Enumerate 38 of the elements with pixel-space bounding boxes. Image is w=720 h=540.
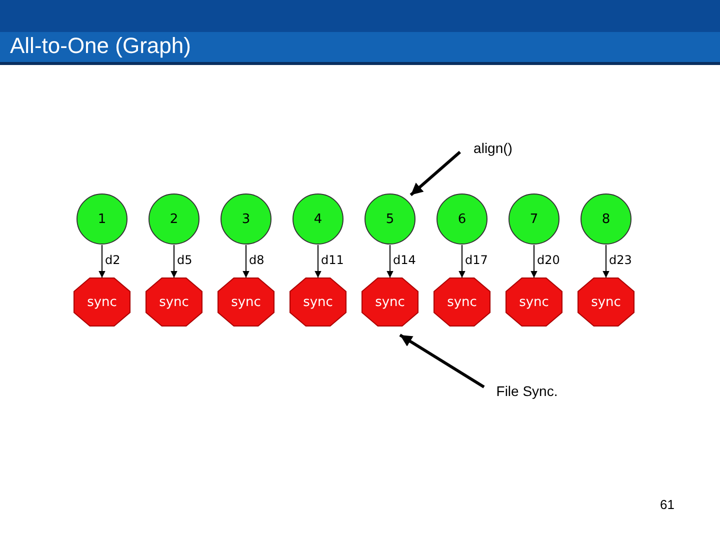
callout-text: File Sync. (496, 383, 558, 399)
node-label: sync (519, 294, 549, 310)
node-label: sync (447, 294, 477, 310)
edge-label: d2 (104, 254, 122, 267)
arrow (530, 244, 538, 278)
node-label: sync (87, 294, 117, 310)
arrow (98, 244, 106, 278)
leader-arrow (410, 150, 461, 196)
edge-label: d11 (320, 254, 345, 267)
node-label: sync (375, 294, 405, 310)
arrow (458, 244, 466, 278)
node-label: 1 (98, 212, 106, 226)
edge-label: d5 (176, 254, 194, 267)
node-label: 2 (170, 212, 178, 226)
edge-label: d14 (392, 254, 417, 267)
node-label: sync (231, 294, 261, 310)
edge-label: d17 (464, 254, 489, 267)
arrow (314, 244, 322, 278)
node-label: sync (591, 294, 621, 310)
leader-arrow (399, 334, 485, 388)
arrow (602, 244, 610, 278)
node-label: 7 (530, 212, 538, 226)
arrow (242, 244, 250, 278)
callout-text: align() (474, 140, 512, 156)
slide-title: All-to-One (Graph) (10, 33, 191, 59)
edge-label: d8 (248, 254, 266, 267)
node-label: sync (159, 294, 189, 310)
node-label: sync (303, 294, 333, 310)
edge-label: d23 (608, 254, 633, 267)
node-label: 6 (458, 212, 466, 226)
arrow (386, 244, 394, 278)
node-label: 4 (314, 212, 322, 226)
page-number: 61 (660, 497, 674, 512)
edge-label: d20 (536, 254, 561, 267)
node-label: 5 (386, 212, 394, 226)
node-label: 3 (242, 212, 250, 226)
arrow (170, 244, 178, 278)
node-label: 8 (602, 212, 610, 226)
